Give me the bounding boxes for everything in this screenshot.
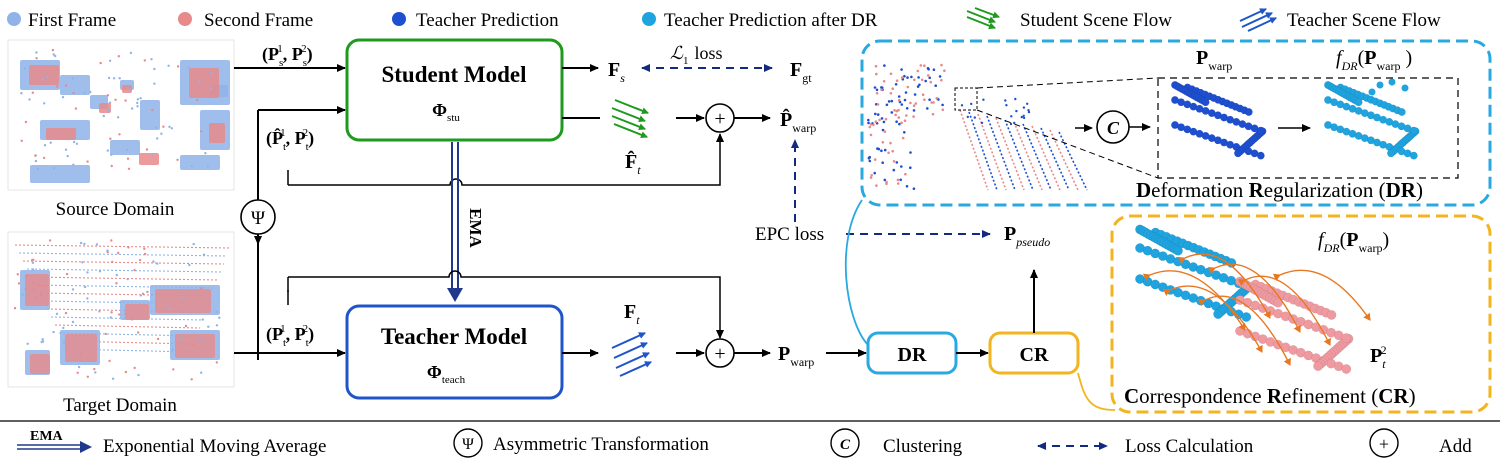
svg-text:EMA: EMA xyxy=(30,429,64,444)
pwarp-hat-label: P̂warp xyxy=(780,107,816,135)
psi-legend-symbol: Ψ xyxy=(462,436,474,453)
add-symbol-bottom: + xyxy=(714,343,725,365)
psi-transform-node xyxy=(240,199,276,235)
second-frame-dot-icon xyxy=(178,12,192,26)
dr-scene-pointcloud xyxy=(867,63,1088,191)
cr-panel-connector xyxy=(1077,372,1116,411)
source-domain-label: Source Domain xyxy=(56,199,175,220)
cr-label: CR xyxy=(1020,344,1049,366)
clustering-symbol: C xyxy=(1107,118,1120,138)
cr-panel-title: Correspondence Refinement (CR) xyxy=(1124,384,1416,408)
teacher-prediction-dot-icon xyxy=(392,12,406,26)
teacher-bypass-line xyxy=(288,270,724,339)
ppseudo-label: Ppseudo xyxy=(1004,223,1050,249)
dr-zoom-line-top xyxy=(976,77,1159,89)
legend-add: Add xyxy=(1439,436,1472,457)
teacher-scene-flow-icon xyxy=(1239,8,1277,32)
add-legend-symbol: + xyxy=(1379,434,1389,454)
add-symbol-top: + xyxy=(714,108,725,130)
dr-pwarp-label: Pwarp xyxy=(1196,47,1232,73)
teacher-model-title: Teacher Model xyxy=(381,324,527,349)
legend-asym: Asymmetric Transformation xyxy=(493,434,709,455)
fgt-label: Fgt xyxy=(790,59,812,85)
legend-first-frame: First Frame xyxy=(28,10,116,31)
student-target-input-label: (P̂t1, Pt2) xyxy=(266,127,314,153)
legend-teacher-prediction: Teacher Prediction xyxy=(416,10,559,31)
legend-second-frame: Second Frame xyxy=(204,10,313,31)
student-param: Φstu xyxy=(432,100,460,124)
dr-panel-connector xyxy=(845,199,869,346)
target-domain-image xyxy=(7,231,235,388)
fs-label: Fs xyxy=(608,59,625,85)
clustering-legend-symbol: C xyxy=(840,437,851,453)
teacher-scene-flow-glyph-icon xyxy=(611,332,652,377)
psi-symbol: Ψ xyxy=(251,208,265,229)
psi-legend-icon xyxy=(453,428,483,458)
dr-detail-box xyxy=(1157,77,1459,179)
legend-clustering: Clustering xyxy=(883,436,963,457)
dr-zoom-box xyxy=(954,87,978,111)
first-frame-dot-icon xyxy=(7,12,21,26)
dr-zoom-line-bottom xyxy=(976,109,1159,179)
dr-fdr-label: fDR(Pwarp ) xyxy=(1336,47,1412,73)
source-input-label: (Ps1, Ps2) xyxy=(262,43,313,69)
ema-arrow xyxy=(447,142,463,302)
bottom-legend: EMA Exponential Moving Average Ψ Asymmet… xyxy=(17,428,1472,458)
dr-label: DR xyxy=(898,344,927,366)
epc-loss-label: EPC loss xyxy=(755,224,824,245)
student-model-box xyxy=(345,38,564,142)
source-domain-image xyxy=(7,39,235,191)
student-scene-flow-icon xyxy=(966,7,1000,30)
dr-panel-title: Deformation Regularization (DR) xyxy=(1136,178,1423,202)
student-model-title: Student Model xyxy=(381,62,526,87)
add-legend-icon xyxy=(1369,428,1399,458)
legend-ema: Exponential Moving Average xyxy=(103,436,326,457)
student-bypass-line xyxy=(288,133,724,186)
legend-student-scene-flow: Student Scene Flow xyxy=(1020,10,1172,31)
dr-car-teacher-prediction xyxy=(1171,81,1267,160)
cr-correspondence-arrows xyxy=(1142,253,1371,366)
legend-loss: Loss Calculation xyxy=(1125,436,1254,457)
legend-teacher-scene-flow: Teacher Scene Flow xyxy=(1287,10,1441,31)
teacher-input-label: (Pt1, Pt2) xyxy=(266,323,314,349)
teacher-param: Φteach xyxy=(427,362,466,386)
cr-pt2-label: Pt2 xyxy=(1370,343,1387,371)
pwarp-label: Pwarp xyxy=(778,343,814,369)
ft-label: Ft xyxy=(624,301,640,327)
student-scene-flow-glyph-icon xyxy=(611,99,649,139)
target-domain-label: Target Domain xyxy=(63,395,177,416)
clustering-legend-icon xyxy=(830,428,860,458)
ft-hat-label: F̂t xyxy=(625,149,641,177)
ema-legend-icon: EMA xyxy=(17,429,92,453)
top-legend: First Frame Second Frame Teacher Predict… xyxy=(7,7,1441,32)
legend-teacher-prediction-dr: Teacher Prediction after DR xyxy=(664,10,878,31)
cr-fdr-label: fDR(Pwarp) xyxy=(1318,229,1389,255)
dr-car-after-dr xyxy=(1324,78,1420,160)
ema-label: EMA xyxy=(466,208,485,248)
teacher-prediction-dr-dot-icon xyxy=(642,12,656,26)
